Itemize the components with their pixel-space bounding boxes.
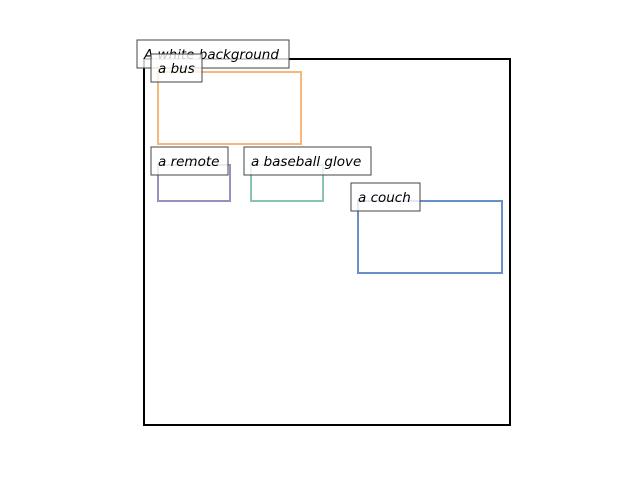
baseball-glove-label: a baseball glove <box>243 146 372 176</box>
bus-label: a bus <box>150 53 203 83</box>
couch-box <box>357 200 503 274</box>
scene-frame <box>143 58 511 426</box>
baseball-glove-label-text: a baseball glove <box>251 154 361 170</box>
bus-box <box>157 71 302 145</box>
bus-label-text: a bus <box>158 61 195 77</box>
remote-label: a remote <box>150 146 229 176</box>
couch-label-text: a couch <box>358 190 411 206</box>
couch-label: a couch <box>350 182 421 212</box>
remote-label-text: a remote <box>158 154 219 170</box>
